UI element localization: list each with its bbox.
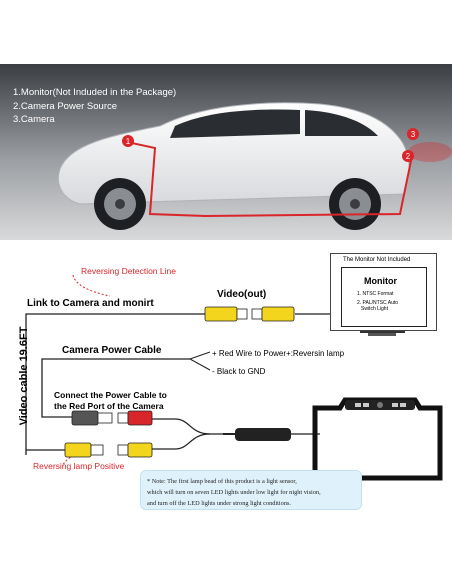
monitor-screen — [341, 267, 427, 327]
monitor-line-2: 2. PAL/NTSC Auto — [357, 300, 399, 306]
monitor-diagram: The Monitor Not Included Monitor 1. NTSC… — [330, 253, 437, 331]
svg-text:1: 1 — [126, 137, 131, 146]
note-line-1: * Note: The first lamp bead of this prod… — [147, 478, 297, 485]
label-reversing-detection: Reversing Detection Line — [81, 266, 176, 276]
power-connectors — [71, 410, 153, 426]
label-reversing-positive: Reversing lamp Positive — [33, 461, 125, 471]
label-link-camera: Link to Camera and monirt — [27, 298, 154, 309]
legend-item-monitor: 1.Monitor(Not Induded in the Package) — [13, 87, 177, 98]
svg-text:3: 3 — [411, 130, 416, 139]
monitor-line-1: 1. NTSC Format — [357, 291, 394, 297]
legend-item-power: 2.Camera Power Source — [13, 100, 118, 112]
legend-item-camera: 3.Camera — [13, 114, 55, 125]
marker-3: 3 — [407, 128, 419, 140]
label-power-cable: Camera Power Cable — [62, 345, 162, 356]
marker-2: 2 — [402, 150, 414, 162]
svg-text:2: 2 — [406, 152, 411, 161]
car-photo: 1 2 3 — [0, 64, 452, 240]
label-red-wire: + Red Wire to Power+:Reversin lamp — [212, 349, 345, 358]
car-illustration: 1 2 3 — [0, 64, 452, 240]
video-connector-top — [204, 306, 295, 322]
label-video-cable: Video cable 19.6FT — [18, 326, 30, 426]
label-video-out: Video(out) — [217, 289, 267, 300]
photo-legend: 1.Monitor(Not Induded in the Package) 2.… — [13, 86, 176, 127]
note-line-2: which will turn on seven LED lights unde… — [147, 489, 321, 496]
license-plate-camera — [312, 397, 443, 481]
video-connector-bottom — [64, 442, 153, 458]
inline-module — [235, 428, 291, 441]
label-connect-line-2: the Red Port of the Camera — [54, 401, 164, 411]
note-line-3: and turn off the LED lights under strong… — [147, 500, 291, 507]
monitor-title: Monitor — [364, 276, 397, 286]
label-connect-line-1: Connect the Power Cable to — [54, 390, 167, 400]
monitor-header: The Monitor Not Included — [343, 257, 411, 263]
label-black-gnd: - Black to GND — [212, 367, 266, 376]
marker-1: 1 — [122, 135, 134, 147]
monitor-line-3: Switch Light — [361, 306, 388, 312]
note-box: * Note: The first lamp bead of this prod… — [140, 470, 362, 510]
